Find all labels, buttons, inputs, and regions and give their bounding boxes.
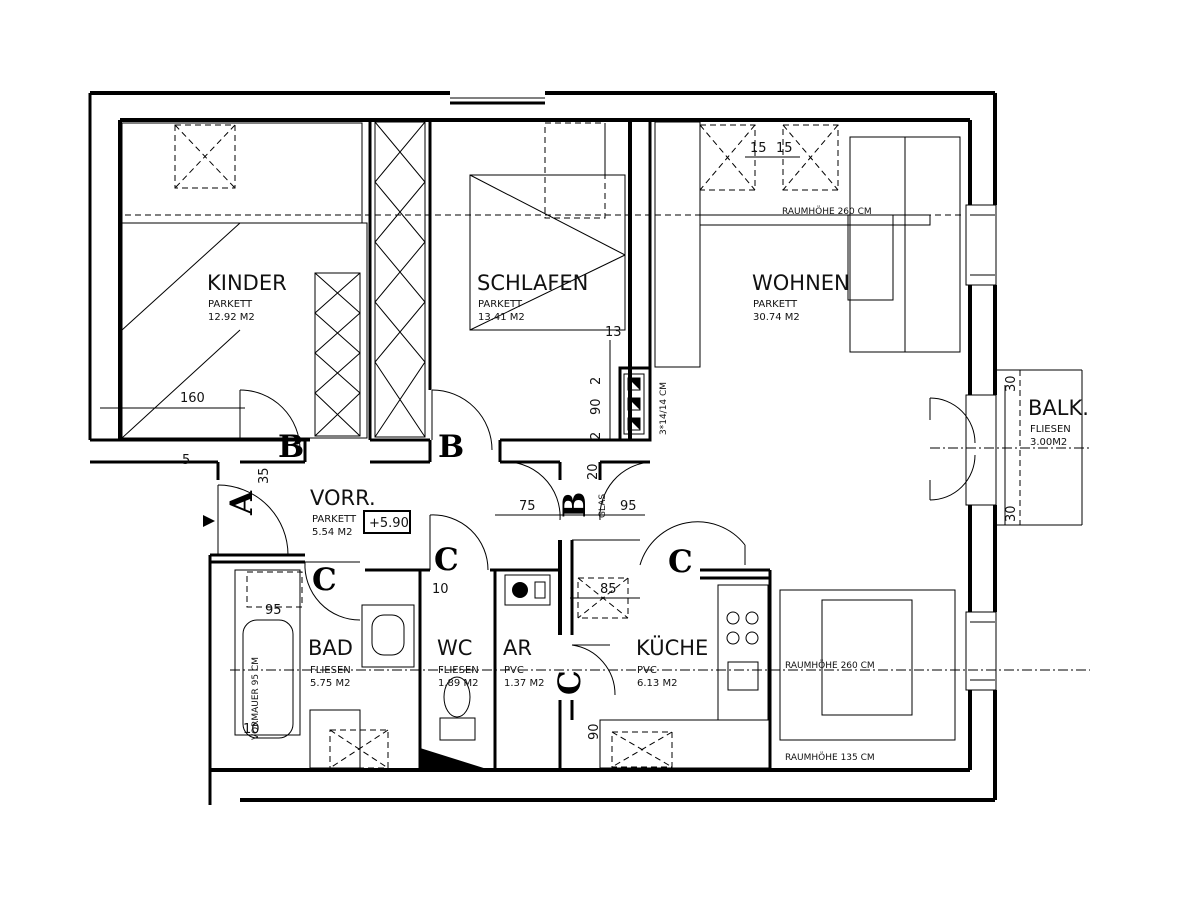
- dim-30a: 30: [1004, 375, 1019, 392]
- room-floor-vorr: PARKETT: [312, 514, 357, 525]
- section-mark-b2: B: [438, 429, 464, 465]
- room-area-bad: 5.75 M2: [310, 678, 350, 689]
- room-floor-wohnen: PARKETT: [753, 299, 798, 310]
- dim-5: 5: [182, 453, 190, 468]
- room-area-schlafen: 13.41 M2: [478, 312, 525, 323]
- dim-85: 85: [600, 582, 617, 597]
- balcony: [995, 369, 1083, 526]
- dim-10b: 10: [243, 722, 260, 737]
- interior-walls: [210, 120, 772, 770]
- room-area-vorr: 5.54 M2: [312, 527, 352, 538]
- dim-2b: 2: [589, 432, 604, 440]
- room-name-vorr: VORR.: [310, 486, 376, 510]
- dim-15a: 15: [750, 141, 767, 156]
- note-glas: GLAS: [598, 494, 608, 518]
- room-area-kinder: 12.92 M2: [208, 312, 255, 323]
- room-floor-schlafen: PARKETT: [478, 299, 523, 310]
- dim-95b: 95: [620, 499, 637, 514]
- room-name-ar: AR: [503, 636, 532, 660]
- room-floor-ar: PVC: [504, 665, 524, 676]
- section-mark-c3: C: [552, 670, 588, 695]
- dim-20: 20: [586, 463, 601, 480]
- dim-90b: 90: [589, 398, 604, 415]
- room-name-kueche: KÜCHE: [636, 635, 708, 660]
- room-floor-balk: FLIESEN: [1030, 424, 1071, 435]
- room-area-kueche: 6.13 M2: [637, 678, 677, 689]
- note-raumhoehe-1: RAUMHÖHE 260 CM: [782, 206, 872, 217]
- room-floor-bad: FLIESEN: [310, 665, 351, 676]
- room-area-wc: 1.89 M2: [438, 678, 478, 689]
- room-area-ar: 1.37 M2: [504, 678, 544, 689]
- room-name-wohnen: WOHNEN: [752, 271, 850, 295]
- arrow-icon: [203, 515, 215, 527]
- dim-35: 35: [257, 467, 272, 484]
- note-chimney: 3*14/14 CM: [659, 382, 669, 435]
- section-mark-c1: C: [312, 562, 337, 598]
- furniture: [121, 121, 965, 770]
- dim-160: 160: [180, 391, 205, 406]
- room-name-bad: BAD: [308, 636, 353, 660]
- room-floor-kinder: PARKETT: [208, 299, 253, 310]
- doors: [217, 389, 976, 696]
- section-mark-c2: C: [434, 542, 459, 578]
- windows: [450, 97, 997, 691]
- level-box: [363, 510, 411, 534]
- outer-walls: [88, 91, 997, 805]
- room-name-balk: BALK.: [1028, 396, 1089, 420]
- room-floor-kueche: PVC: [637, 665, 657, 676]
- note-raumhoehe-3: RAUMHÖHE 135 CM: [785, 752, 875, 763]
- dim-10a: 10: [432, 582, 449, 597]
- floor-level: +5.90: [369, 516, 409, 531]
- section-mark-b1: B: [278, 429, 304, 465]
- room-floor-wc: FLIESEN: [438, 665, 479, 676]
- room-area-wohnen: 30.74 M2: [753, 312, 800, 323]
- dim-95a: 95: [265, 603, 282, 618]
- section-mark-b3: B: [557, 492, 593, 518]
- dim-30b: 30: [1004, 505, 1019, 522]
- note-raumhoehe-2: RAUMHÖHE 260 CM: [785, 660, 875, 671]
- dim-15b: 15: [776, 141, 793, 156]
- room-name-wc: WC: [437, 636, 472, 660]
- room-area-balk: 3.00M2: [1030, 437, 1067, 448]
- section-lines: [230, 447, 1090, 671]
- section-mark-a: A: [224, 490, 260, 516]
- dim-75: 75: [519, 499, 536, 514]
- dimension-lines: [100, 156, 1006, 599]
- section-mark-c4: C: [668, 544, 693, 580]
- dim-90a: 90: [587, 723, 602, 740]
- dim-13: 13: [605, 325, 622, 340]
- note-vormauer: VORMAUER 95 CM: [251, 657, 261, 740]
- room-name-kinder: KINDER: [207, 271, 287, 295]
- room-name-schlafen: SCHLAFEN: [477, 271, 588, 295]
- dim-2a: 2: [589, 377, 604, 385]
